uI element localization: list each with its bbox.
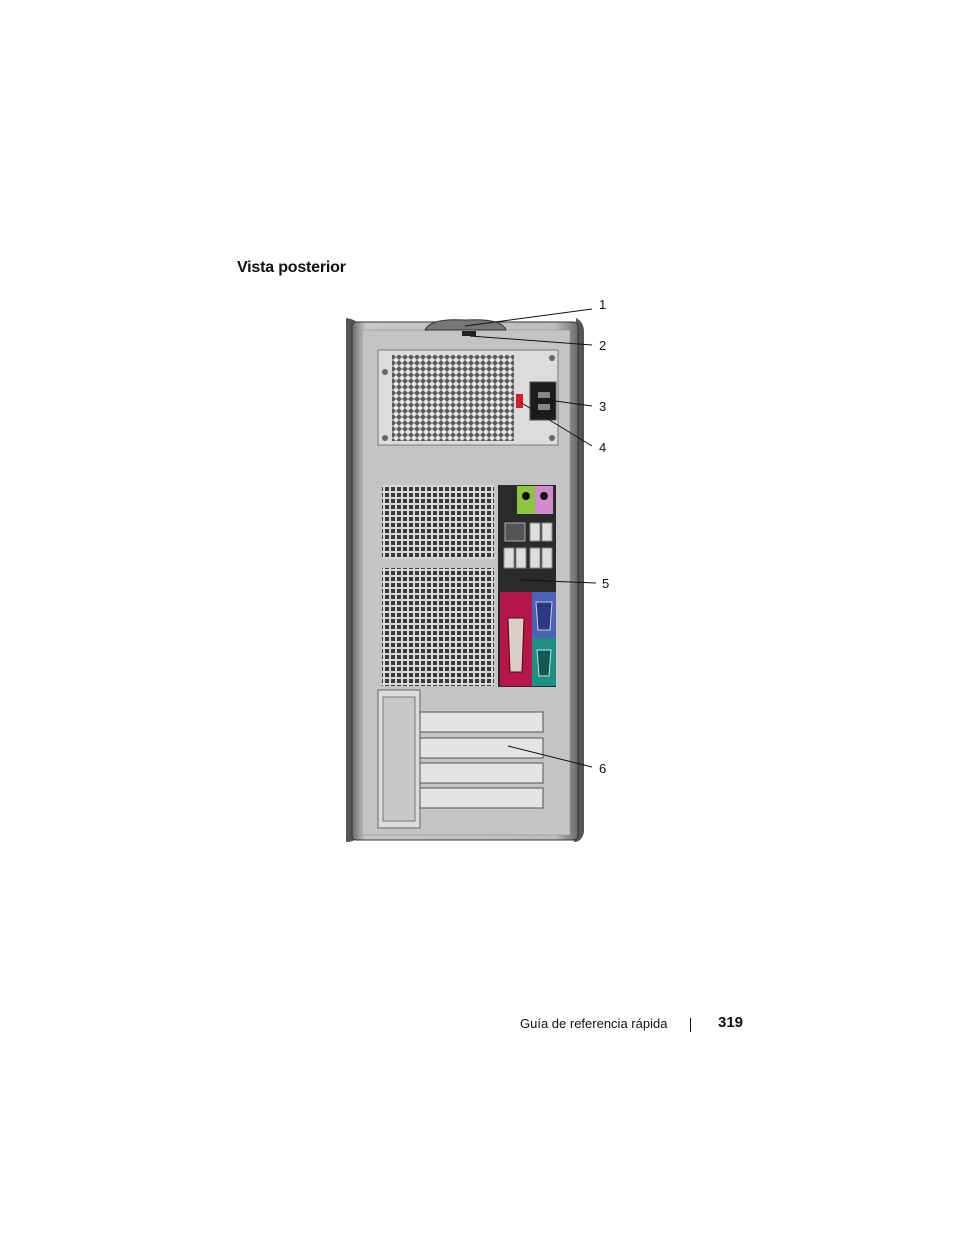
- callout-2: 2: [599, 338, 606, 353]
- section-title: Vista posterior: [237, 259, 346, 277]
- callout-5: 5: [602, 576, 609, 591]
- expansion-slot: [420, 712, 543, 732]
- expansion-slot: [420, 763, 543, 783]
- security-cable-slot: [462, 331, 476, 336]
- footer-guide-title: Guía de referencia rápida: [520, 1016, 667, 1031]
- callout-3: 3: [599, 399, 606, 414]
- padlock-ring: [425, 320, 506, 330]
- callout-6: 6: [599, 761, 606, 776]
- callout-1: 1: [599, 297, 606, 312]
- page-number: 319: [718, 1014, 743, 1031]
- usb-port: [516, 548, 526, 568]
- usb-port: [542, 548, 552, 568]
- voltage-selector-switch: [516, 394, 523, 408]
- usb-port: [530, 548, 540, 568]
- network-port: [505, 523, 525, 541]
- expansion-slot: [420, 738, 543, 758]
- chassis-vent-upper: [382, 485, 494, 559]
- computer-rear-view-figure: [330, 290, 630, 860]
- expansion-slot: [420, 788, 543, 808]
- usb-port: [504, 548, 514, 568]
- chassis-vent-lower: [382, 568, 494, 686]
- power-supply-vent: [392, 355, 514, 441]
- footer-separator: [690, 1018, 691, 1032]
- parallel-connector: [508, 618, 524, 672]
- callout-4: 4: [599, 440, 606, 455]
